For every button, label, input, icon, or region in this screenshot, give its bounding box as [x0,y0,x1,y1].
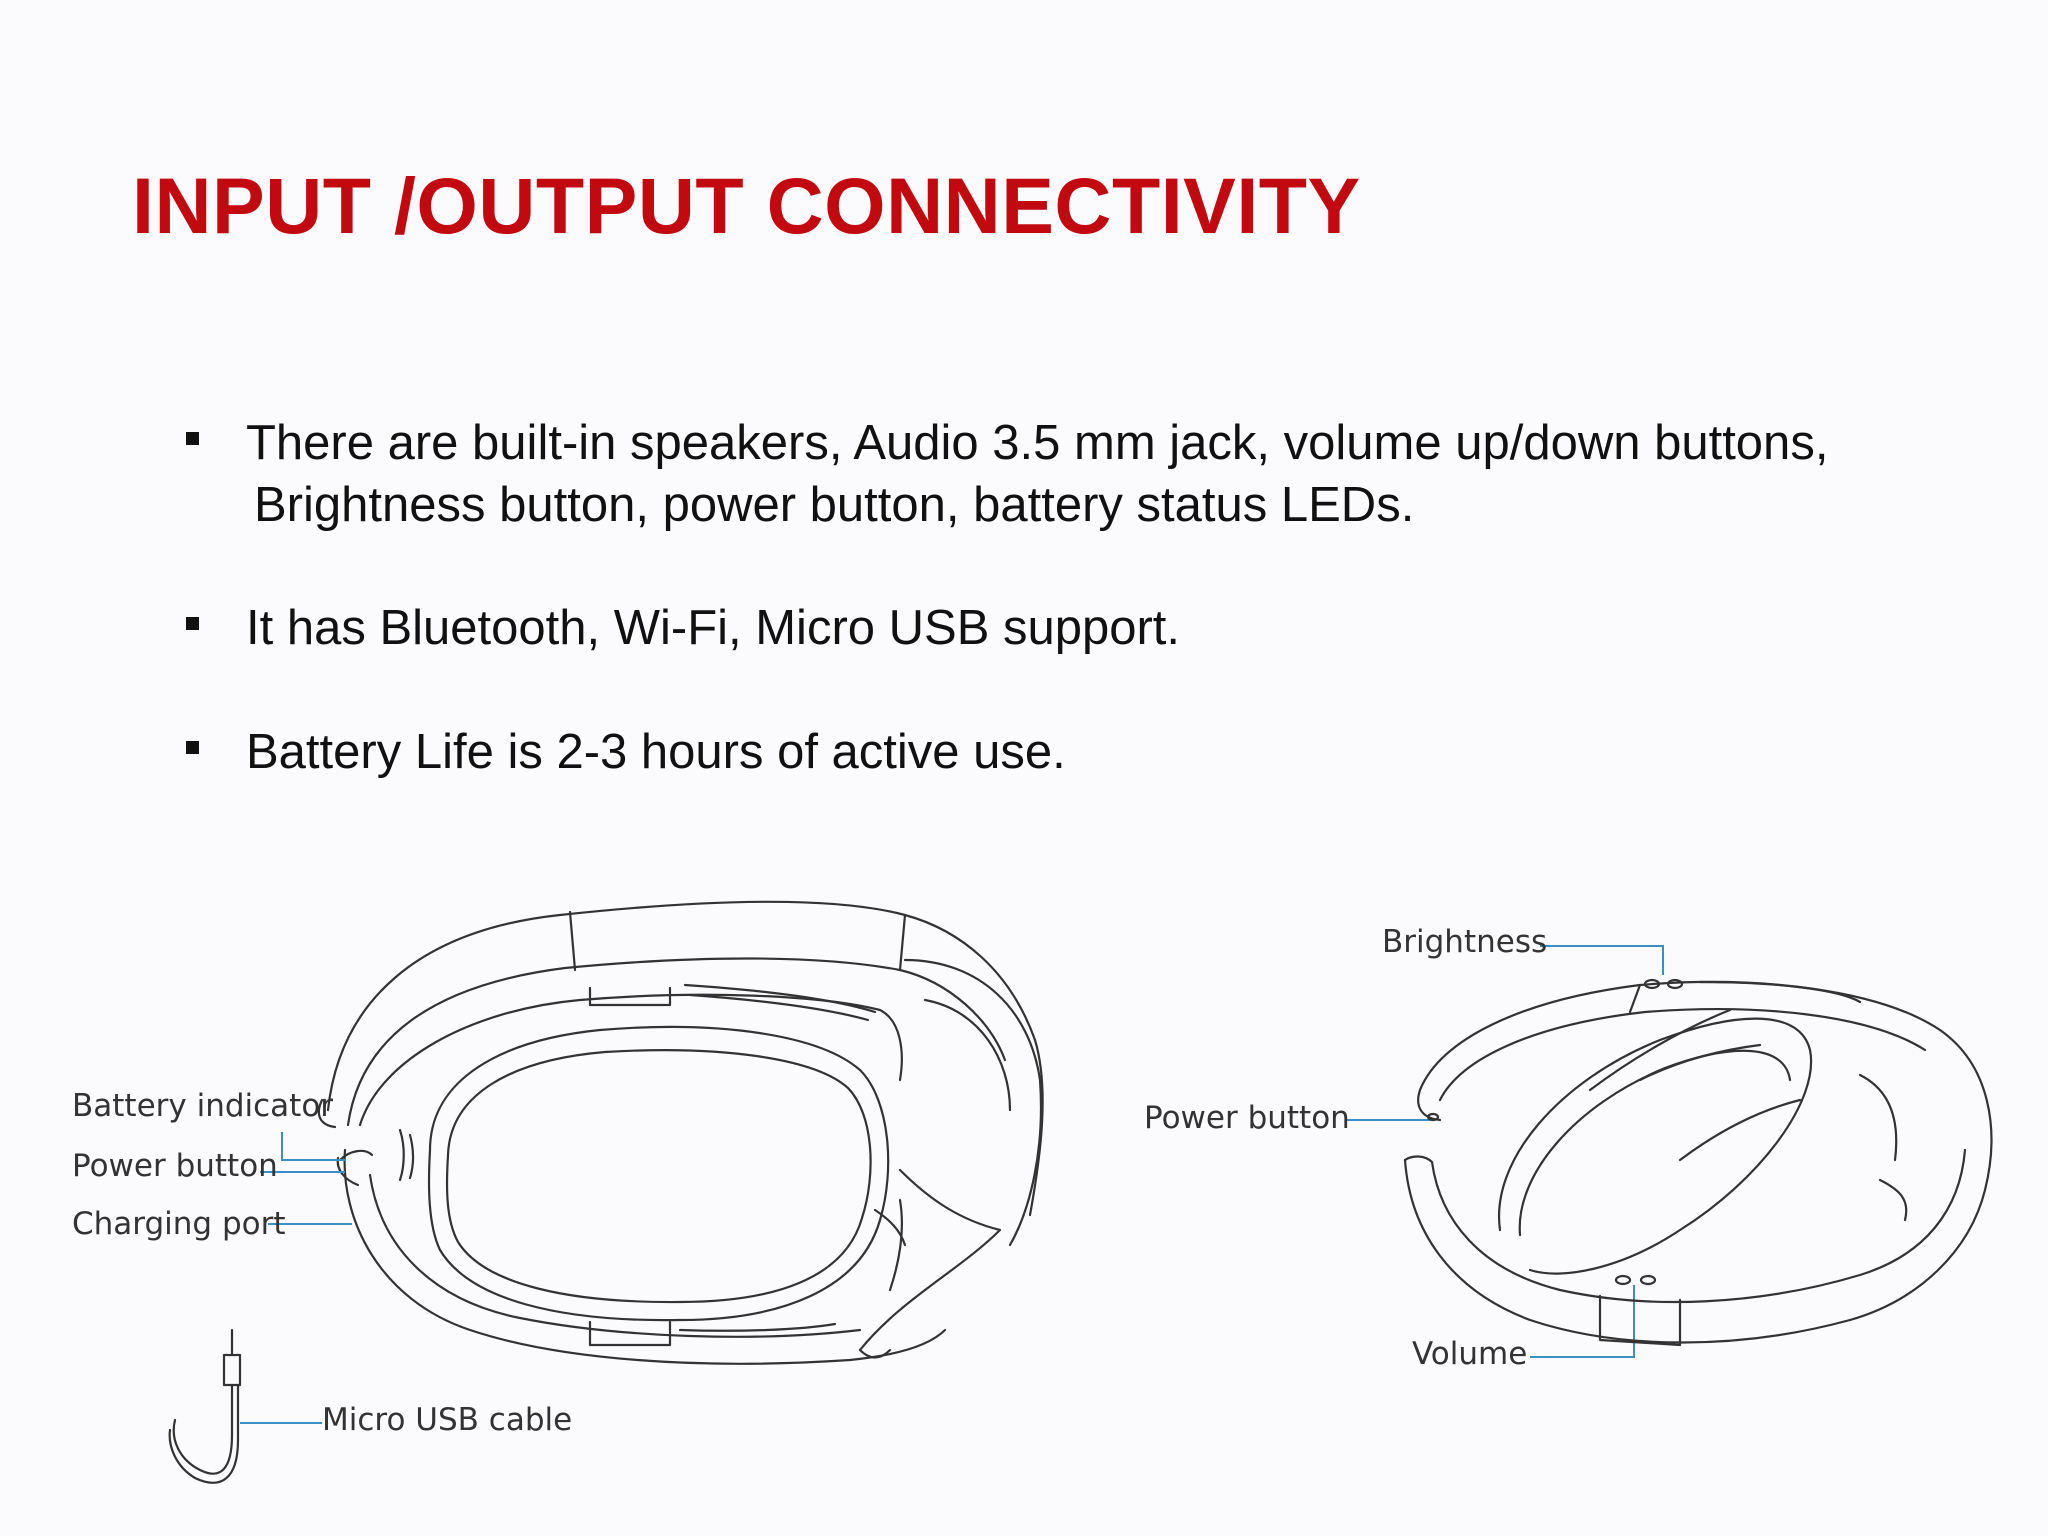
brightness-label: Brightness [1382,924,1548,960]
usb-cable-plug [222,1328,242,1387]
bullet-text: There are built-in speakers, Audio 3.5 m… [246,416,1829,470]
volume-label: Volume [1412,1336,1528,1372]
bullet-text-continuation: Brightness button, power button, battery… [254,478,1415,532]
headband-outer [326,900,1044,1217]
bullet-text: Battery Life is 2-3 hours of active use. [246,725,1066,779]
visor-lens-inner [445,1049,872,1304]
visor-frame-outer [358,993,903,1127]
bullet-square-icon [186,617,199,630]
headset-side-diagram [1403,978,1993,1347]
brightness-callout [1540,945,1664,975]
power-button-right-label: Power button [1144,1100,1350,1136]
headband-lower-inner [368,1173,862,1338]
visor-lens-outer [427,1025,890,1322]
volume-callout [1530,1285,1635,1358]
charging-port-label: Charging port [72,1206,286,1242]
headband-lower-outer [343,1148,947,1365]
battery-indicator-label: Battery indicator [72,1088,334,1124]
bullet-square-icon [186,432,199,445]
bullet-square-icon [186,741,199,754]
micro-usb-cable-label: Micro USB cable [322,1402,573,1438]
bullet-text: It has Bluetooth, Wi-Fi, Micro USB suppo… [246,601,1181,655]
rear-piece [903,958,1043,1247]
battery-indicator-callout [281,1132,345,1161]
headband-inner-edge [346,957,1007,1127]
slide-title: INPUT /OUTPUT CONNECTIVITY [132,161,1361,250]
power-button-left-label: Power button [72,1148,278,1184]
